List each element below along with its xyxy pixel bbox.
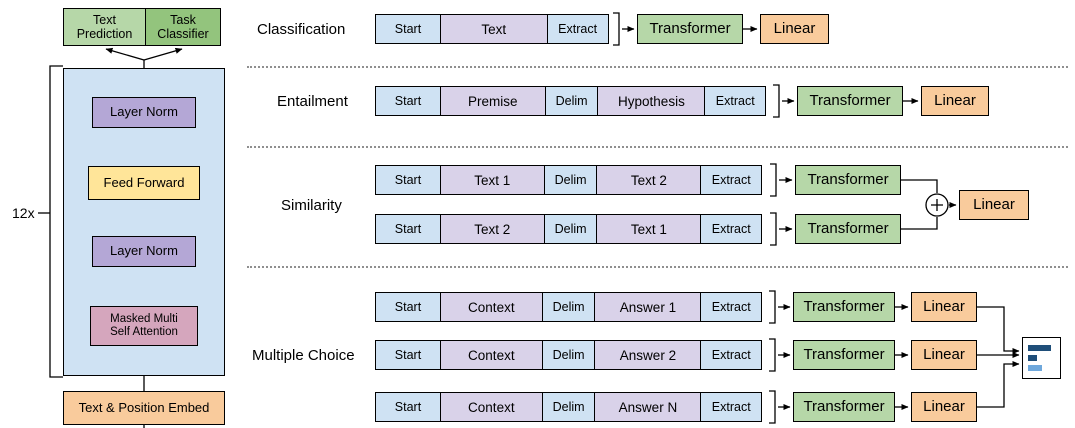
cell-hypothesis: Hypothesis bbox=[597, 86, 706, 116]
task-label-multiple-choice: Multiple Choice bbox=[252, 347, 355, 364]
layer-norm-bottom-box: Layer Norm bbox=[92, 236, 196, 267]
cell-answer-1: Answer 1 bbox=[594, 292, 702, 322]
embed-box: Text & Position Embed bbox=[63, 391, 225, 425]
transformer-box-similarity-2: Transformer bbox=[795, 214, 901, 244]
cell-extract: Extract bbox=[704, 86, 767, 116]
distribution-bar-1 bbox=[1028, 345, 1051, 351]
cell-start: Start bbox=[375, 340, 441, 370]
linear-box-choice-2: Linear bbox=[911, 340, 977, 370]
linear-box-choice-n: Linear bbox=[911, 392, 977, 422]
transformer-box-choice-n: Transformer bbox=[793, 392, 895, 422]
input-sequence-choice-2: Start Context Delim Answer 2 Extract bbox=[375, 340, 763, 370]
input-sequence-entailment: Start Premise Delim Hypothesis Extract bbox=[375, 86, 767, 116]
cell-delim: Delim bbox=[544, 86, 599, 116]
masked-attention-line1: Masked Multi bbox=[110, 312, 178, 325]
cell-text-1: Text 1 bbox=[596, 214, 702, 244]
task-label-similarity: Similarity bbox=[281, 197, 342, 214]
output-distribution-icon bbox=[1022, 337, 1061, 379]
cell-start: Start bbox=[375, 165, 441, 195]
cell-delim: Delim bbox=[543, 214, 598, 244]
cell-delim: Delim bbox=[541, 392, 596, 422]
cell-start: Start bbox=[375, 392, 441, 422]
cell-delim: Delim bbox=[543, 165, 598, 195]
linear-box-similarity: Linear bbox=[959, 190, 1029, 220]
cell-start: Start bbox=[375, 214, 441, 244]
repeat-count-label: 12x bbox=[12, 205, 35, 221]
cell-text-2: Text 2 bbox=[439, 214, 545, 244]
input-sequence-choice-n: Start Context Delim Answer N Extract bbox=[375, 392, 763, 422]
input-sequence-classification: Start Text Extract bbox=[375, 14, 609, 44]
transformer-box-choice-2: Transformer bbox=[793, 340, 895, 370]
masked-attention-box: Masked Multi Self Attention bbox=[90, 306, 198, 346]
transformer-box-similarity-1: Transformer bbox=[795, 165, 901, 195]
cell-text-2: Text 2 bbox=[596, 165, 702, 195]
cell-extract: Extract bbox=[700, 165, 763, 195]
cell-text-1: Text 1 bbox=[439, 165, 545, 195]
cell-start: Start bbox=[375, 292, 441, 322]
cell-context: Context bbox=[439, 292, 543, 322]
input-sequence-similarity-1: Start Text 1 Delim Text 2 Extract bbox=[375, 165, 763, 195]
input-sequence-similarity-2: Start Text 2 Delim Text 1 Extract bbox=[375, 214, 763, 244]
transformer-box-choice-1: Transformer bbox=[793, 292, 895, 322]
distribution-bar-2 bbox=[1028, 355, 1037, 361]
distribution-bar-3 bbox=[1028, 365, 1042, 371]
linear-box-classification: Linear bbox=[760, 14, 829, 44]
linear-box-entailment: Linear bbox=[921, 86, 989, 116]
cell-text: Text bbox=[439, 14, 548, 44]
section-divider-1 bbox=[247, 66, 1068, 68]
cell-context: Context bbox=[439, 340, 543, 370]
cell-delim: Delim bbox=[541, 292, 596, 322]
cell-premise: Premise bbox=[439, 86, 546, 116]
similarity-add-icon bbox=[925, 193, 949, 217]
section-divider-2 bbox=[247, 146, 1068, 148]
transformer-box-entailment: Transformer bbox=[797, 86, 903, 116]
cell-extract: Extract bbox=[700, 292, 763, 322]
input-sequence-choice-1: Start Context Delim Answer 1 Extract bbox=[375, 292, 763, 322]
cell-context: Context bbox=[439, 392, 543, 422]
task-label-classification: Classification bbox=[257, 21, 346, 38]
linear-box-choice-1: Linear bbox=[911, 292, 977, 322]
cell-extract: Extract bbox=[546, 14, 609, 44]
cell-start: Start bbox=[375, 14, 441, 44]
cell-extract: Extract bbox=[700, 214, 763, 244]
cell-extract: Extract bbox=[700, 392, 763, 422]
layer-norm-top-box: Layer Norm bbox=[92, 97, 196, 128]
masked-attention-line2: Self Attention bbox=[110, 326, 178, 338]
cell-extract: Extract bbox=[700, 340, 763, 370]
cell-start: Start bbox=[375, 86, 441, 116]
cell-delim: Delim bbox=[541, 340, 596, 370]
transformer-box-classification: Transformer bbox=[637, 14, 743, 44]
task-label-entailment: Entailment bbox=[277, 93, 348, 110]
section-divider-3 bbox=[247, 266, 1068, 268]
cell-answer-n: Answer N bbox=[594, 392, 702, 422]
cell-answer-2: Answer 2 bbox=[594, 340, 702, 370]
feed-forward-box: Feed Forward bbox=[88, 166, 200, 200]
text-prediction-box: Text Prediction bbox=[63, 8, 146, 46]
task-classifier-box: Task Classifier bbox=[145, 8, 221, 46]
